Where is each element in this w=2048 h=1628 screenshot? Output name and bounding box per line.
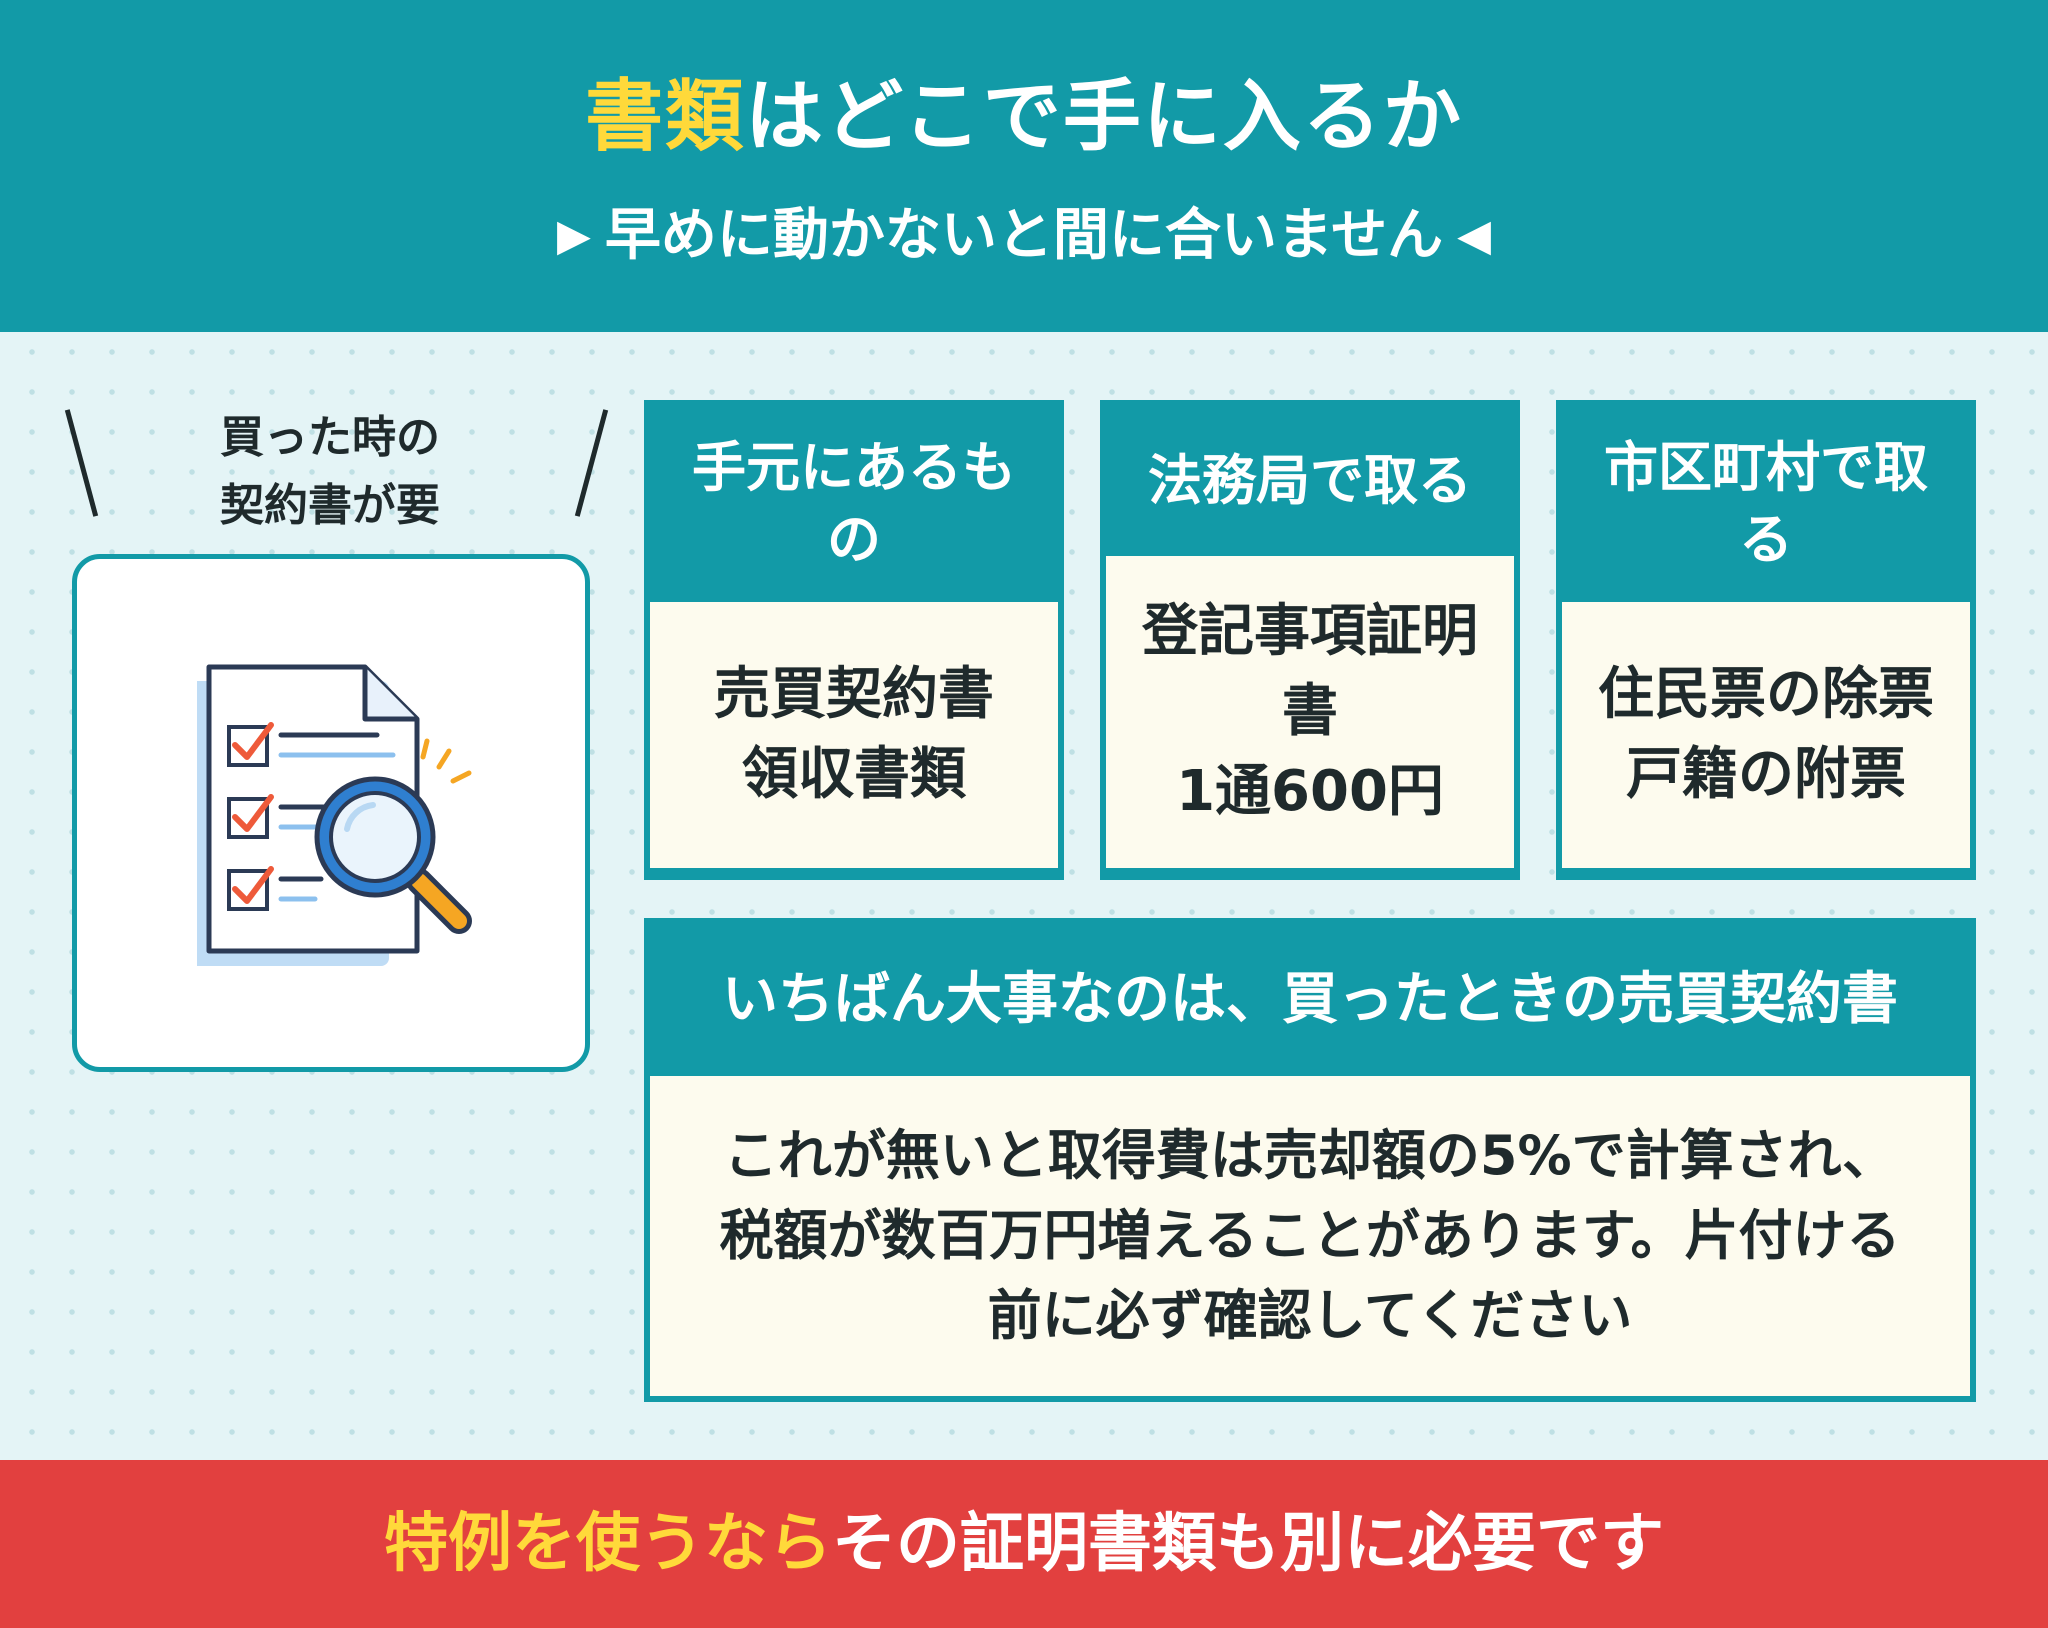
card-on-hand: 手元にあるもの 売買契約書 領収書類 — [644, 400, 1064, 880]
side-caption-line: 契約書が要 — [220, 480, 440, 531]
header-banner: 書類はどこで手に入るか ▶ 早めに動かないと間に合いません ◀ — [0, 0, 2048, 332]
footer-highlight: 特例を使うなら — [384, 1507, 832, 1581]
card-legal-affairs-bureau: 法務局で取る 登記事項証明書 1通600円 — [1100, 400, 1520, 880]
card-heading: 法務局で取る — [1148, 449, 1472, 512]
card-line: 登記事項証明書 — [1142, 599, 1478, 744]
footer-text: その証明書類も別に必要です — [832, 1507, 1664, 1581]
triangle-left-icon: ◀ — [1457, 210, 1491, 261]
card-municipal-office: 市区町村で取る 住民票の除票 戸籍の附票 — [1556, 400, 1976, 880]
card-heading: 手元にあるもの — [692, 436, 1016, 571]
triangle-right-icon: ▶ — [556, 210, 591, 261]
footer-banner: 特例を使うならその証明書類も別に必要です — [0, 1460, 2048, 1628]
title-rest: はどこで手に入るか — [745, 72, 1463, 162]
card-line: 売買契約書 — [714, 662, 994, 727]
emphasis-slash-left — [64, 408, 99, 518]
document-checklist-magnifier-icon — [197, 664, 472, 966]
side-caption: 買った時の 契約書が要 — [150, 404, 510, 540]
note-body: これが無いと取得費は売却額の5%で計算され、税額が数百万円増えることがあります。… — [650, 1076, 1970, 1396]
important-note-card: いちばん大事なのは、買ったときの売買契約書 これが無いと取得費は売却額の5%で計… — [644, 918, 1976, 1402]
card-heading: 市区町村で取る — [1604, 436, 1928, 571]
card-body: 登記事項証明書 1通600円 — [1106, 556, 1514, 868]
emphasis-slash-right — [574, 408, 609, 518]
side-caption-line: 買った時の — [220, 412, 440, 463]
card-line: 住民票の除票 — [1598, 662, 1934, 727]
card-body: 売買契約書 領収書類 — [650, 602, 1058, 868]
note-heading: いちばん大事なのは、買ったときの売買契約書 — [722, 967, 1898, 1032]
subtitle-text: 早めに動かないと間に合いません — [604, 203, 1444, 268]
illustration-panel — [72, 554, 590, 1072]
title-highlight: 書類 — [585, 72, 746, 162]
page-title: 書類はどこで手に入るか — [0, 62, 2048, 172]
card-line: 戸籍の附票 — [1626, 742, 1906, 807]
note-text: これが無いと取得費は売却額の5%で計算され、税額が数百万円増えることがあります。… — [719, 1124, 1901, 1347]
card-body: 住民票の除票 戸籍の附票 — [1562, 602, 1970, 868]
card-line: 1通600円 — [1176, 759, 1444, 824]
page-subtitle: ▶ 早めに動かないと間に合いません ◀ — [0, 196, 2048, 276]
card-line: 領収書類 — [742, 742, 966, 807]
